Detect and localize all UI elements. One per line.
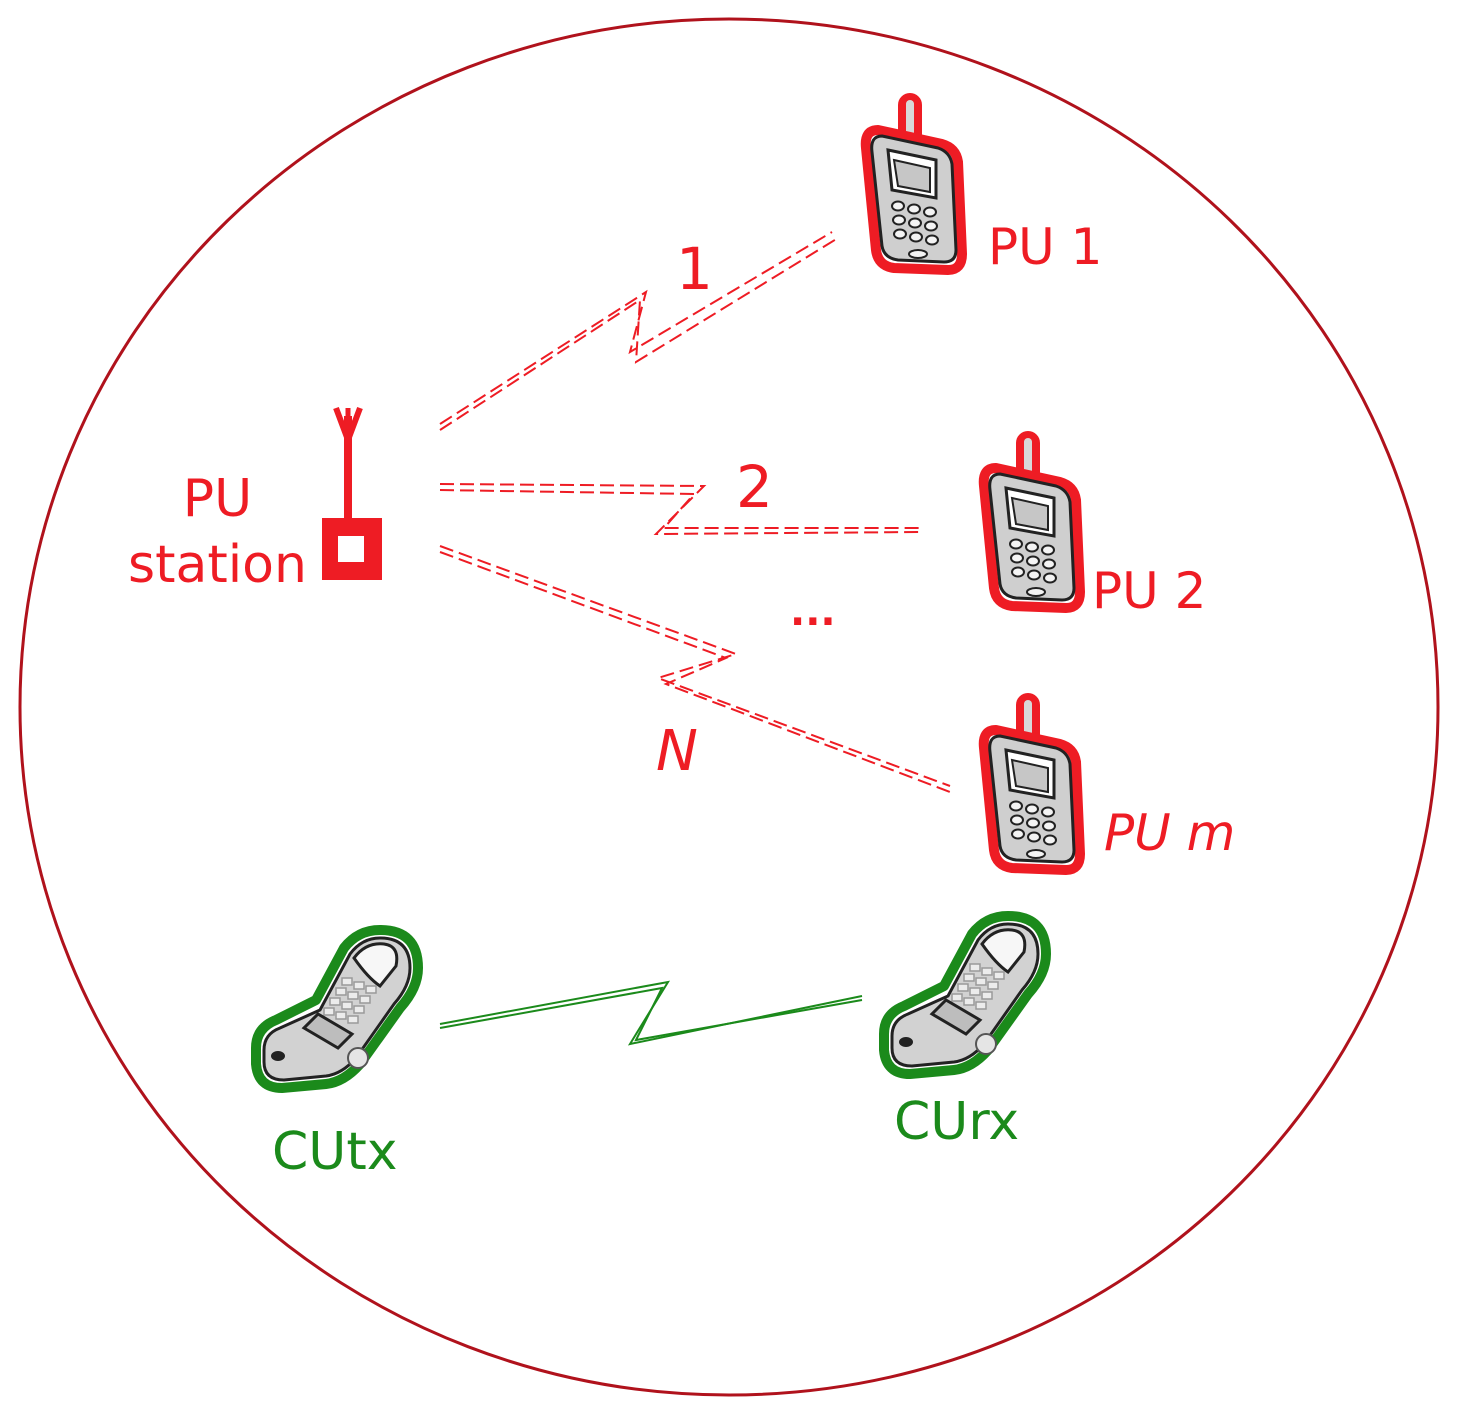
cognitive-link: [439, 980, 863, 1046]
link-1-label: 1: [676, 235, 713, 303]
link-2-label: 2: [736, 453, 773, 521]
link-n-label: N: [656, 719, 698, 784]
pu1-phone-icon: [866, 97, 962, 270]
pum-phone-icon: [984, 697, 1080, 870]
cutx-phone-icon: [256, 930, 418, 1088]
link-1: [439, 231, 839, 431]
pu2-phone-icon: [984, 435, 1080, 608]
primary-links: [439, 231, 951, 793]
pu1-label: PU 1: [988, 218, 1103, 276]
pu-station-label-line1: PU: [182, 469, 253, 529]
curx-label: CUrx: [894, 1092, 1020, 1152]
pum-label: PU m: [1104, 804, 1236, 862]
cell-boundary: [18, 17, 1440, 1397]
curx-phone-icon: [884, 916, 1046, 1074]
pu-station-label-line2: station: [128, 535, 307, 595]
link-ellipsis: ...: [790, 589, 836, 635]
cutx-label: CUtx: [272, 1122, 398, 1182]
pu-station-label: PU station: [128, 466, 307, 598]
antenna-tower-icon: [322, 406, 382, 580]
link-2: [439, 483, 921, 536]
pu2-label: PU 2: [1092, 562, 1207, 620]
link-n: [439, 545, 951, 793]
